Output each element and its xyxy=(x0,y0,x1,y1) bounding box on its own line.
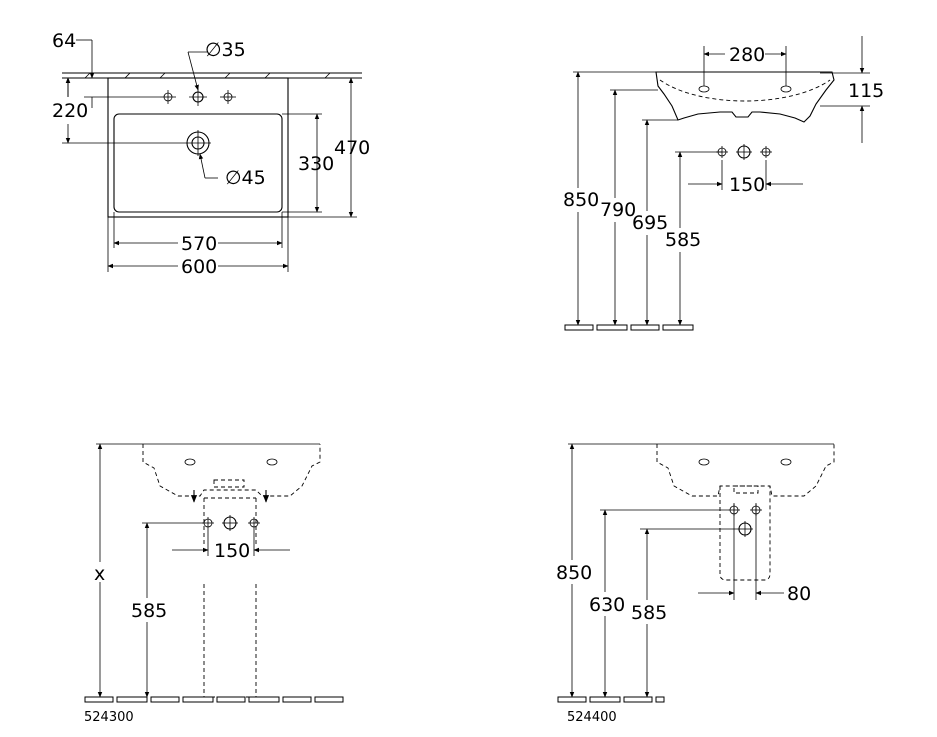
dim-d35-label: ∅35 xyxy=(205,39,246,61)
product-code-524300: 524300 xyxy=(84,710,134,725)
dim-115-label: 115 xyxy=(848,80,884,102)
side-view: 280 115 150 xyxy=(562,36,884,331)
wall-strip xyxy=(62,72,362,79)
dim-600-label: 600 xyxy=(181,256,217,278)
semi-dim-80-label: 80 xyxy=(787,583,811,605)
semi-pedestal-connections xyxy=(728,504,762,537)
dim-d45-label: ∅45 xyxy=(225,167,266,189)
semi-pedestal-view: 80 850 630 585 524400 xyxy=(555,443,835,725)
dim-220-label: 220 xyxy=(52,100,88,122)
tap-holes xyxy=(160,88,236,106)
basin-outline xyxy=(107,77,289,218)
basin-profile xyxy=(655,71,835,123)
ped-dim-585-label: 585 xyxy=(131,600,167,622)
ped-dim-150-label: 150 xyxy=(214,540,250,562)
dim-330-label: 330 xyxy=(298,153,334,175)
dim-570-label: 570 xyxy=(181,233,217,255)
product-code-524400: 524400 xyxy=(567,710,617,725)
wall-connections xyxy=(716,144,772,160)
semi-dim-850-label: 850 xyxy=(556,562,592,584)
dim-64-label: 64 xyxy=(52,30,76,52)
floor xyxy=(84,696,344,703)
top-view: 64 220 ∅35 ∅45 330 470 570 600 xyxy=(52,30,370,278)
dim-585-label: 585 xyxy=(665,229,701,251)
pedestal-view: 150 x 585 524300 xyxy=(84,443,344,725)
dim-695-label: 695 xyxy=(632,212,668,234)
floor xyxy=(564,324,694,331)
drain xyxy=(185,130,211,156)
dim-x-label: x xyxy=(94,563,105,585)
dim-790-label: 790 xyxy=(600,199,636,221)
dim-280-label: 280 xyxy=(729,44,765,66)
semi-dim-585-label: 585 xyxy=(631,602,667,624)
pedestal-connections xyxy=(202,515,260,531)
dim-470-label: 470 xyxy=(334,137,370,159)
bowl-outline xyxy=(113,113,283,213)
dim-150-label: 150 xyxy=(729,174,765,196)
semi-dim-630-label: 630 xyxy=(589,594,625,616)
dim-850-label: 850 xyxy=(563,189,599,211)
floor xyxy=(557,696,665,703)
